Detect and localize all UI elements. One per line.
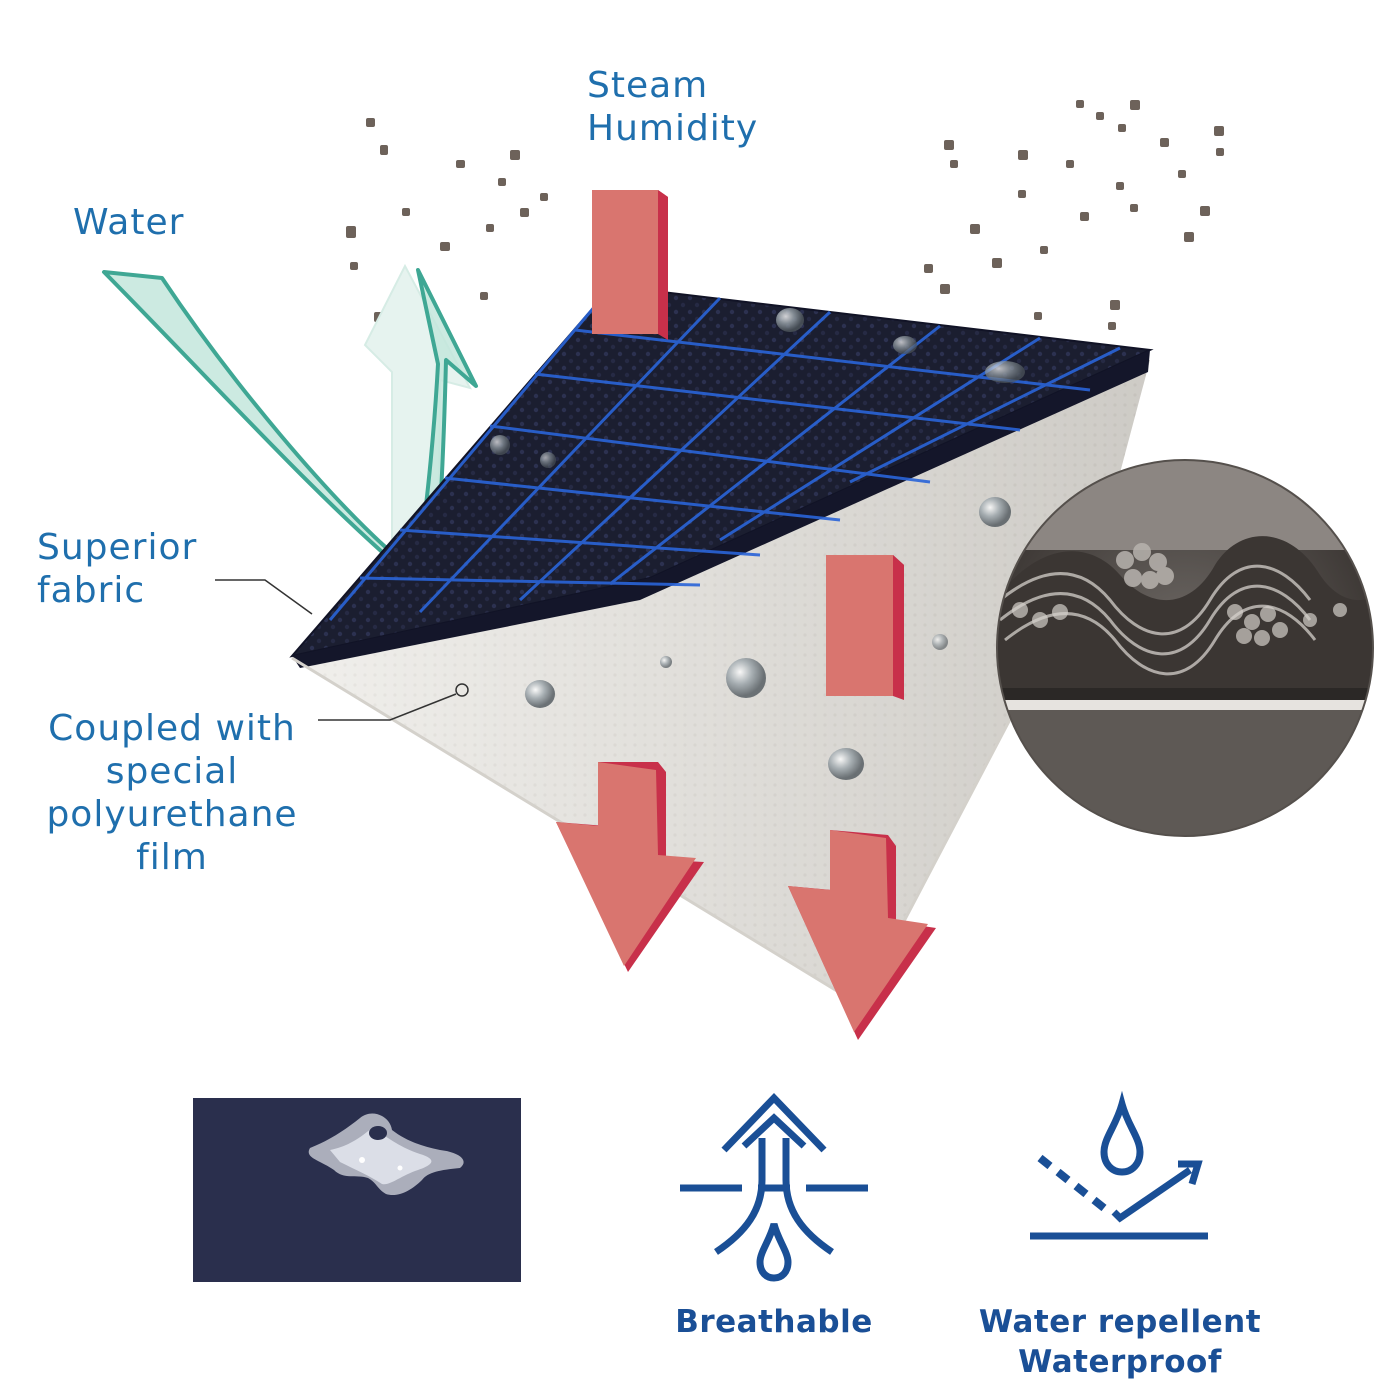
steam-arrow-middle [826,555,904,700]
breathable-caption: Breathable [675,1304,873,1340]
superior-fabric-label: Superior fabric [37,527,198,611]
water-drop-sample-photo [193,1098,521,1282]
steam-down-arrow-left [556,762,704,972]
steam-arrow-top [592,190,668,340]
water-label: Water [73,202,185,243]
polyurethane-film-label: Coupled with special polyurethane film [46,708,298,878]
water-deflect-arrow [102,263,478,574]
leader-lines [215,579,469,721]
fabric-membrane [289,284,1154,1008]
steam-down-arrow-right [788,830,936,1040]
steam-humidity-label: Steam Humidity [587,65,759,149]
breathable-icon [680,1092,868,1282]
vapour-particles [346,100,1224,330]
water-repellent-caption: Water repellent Waterproof [978,1304,1262,1380]
water-repellent-icon [1030,1090,1208,1240]
magnified-cross-section [996,459,1374,837]
water-droplets [490,308,1025,780]
